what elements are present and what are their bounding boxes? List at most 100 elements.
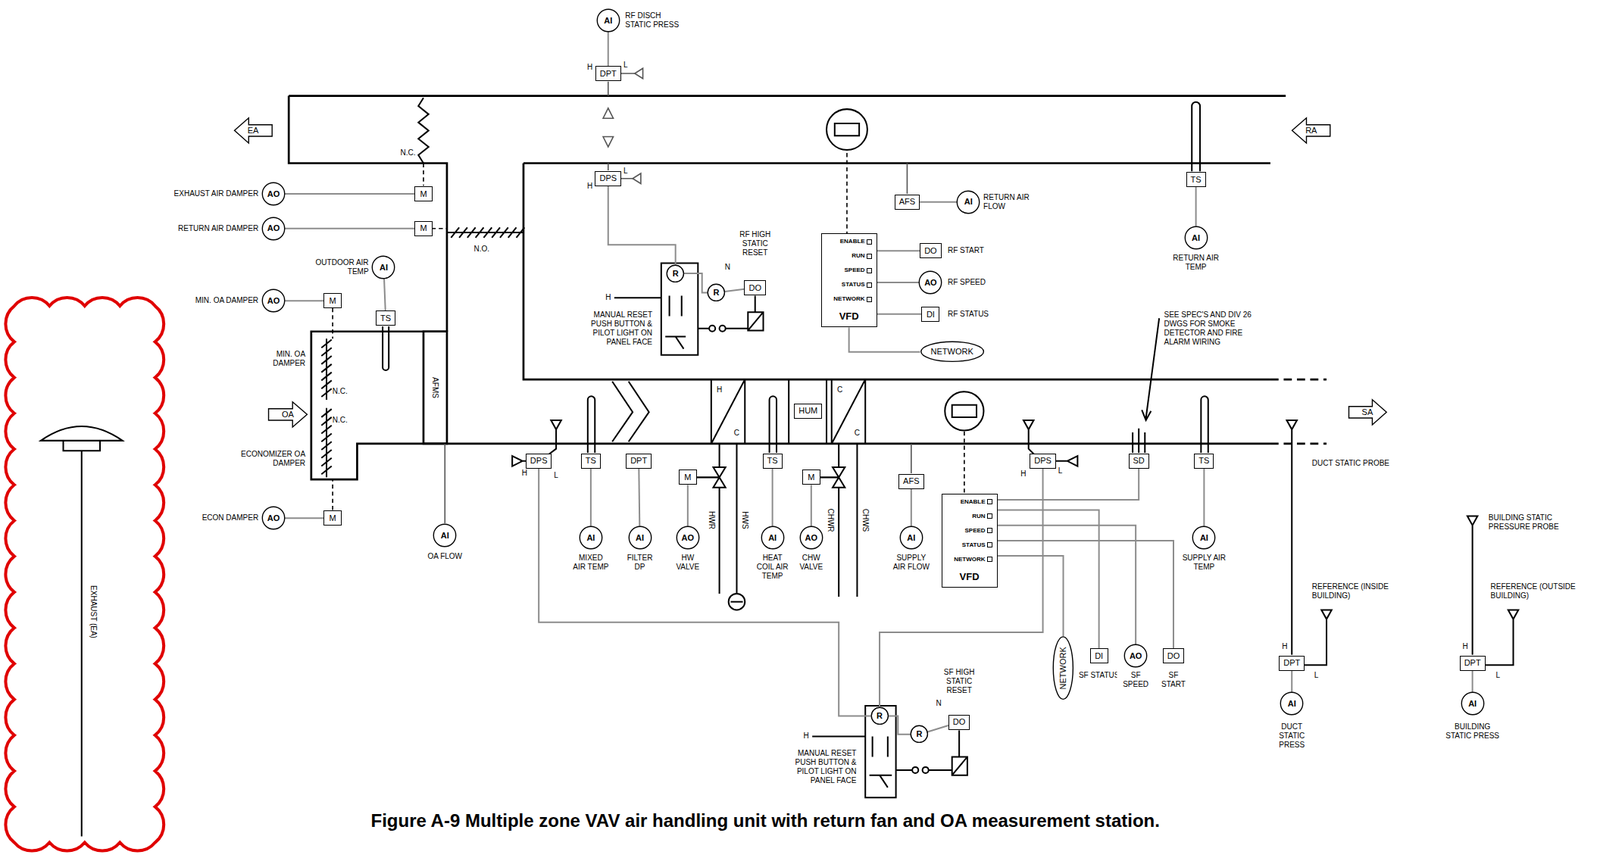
- point-text: DPT: [1283, 658, 1300, 669]
- port-letter: H: [715, 385, 723, 395]
- fan: [952, 405, 977, 418]
- figure-caption: Figure A-9 Multiple zone VAV air handlin…: [370, 810, 1160, 832]
- point-label: MIXED AIR TEMP: [571, 553, 610, 572]
- port-letter: H: [586, 181, 594, 191]
- sensor-tubing: [608, 73, 635, 179]
- point-text: AI: [440, 531, 450, 541]
- io-point-circle: R: [707, 284, 725, 302]
- device-box: M: [323, 510, 342, 526]
- outline: [579, 526, 602, 549]
- point-text: M: [329, 513, 337, 524]
- vfd-terminal-label: ENABLE: [840, 237, 872, 245]
- point-text: AI: [635, 533, 644, 544]
- outline: [262, 217, 285, 240]
- temperature-sensor: [587, 396, 595, 454]
- control-wire: [810, 484, 813, 526]
- io-point-circle: AI: [900, 526, 923, 550]
- device-box: DPS: [594, 171, 622, 187]
- control-wire: [997, 525, 1137, 645]
- control-wire: [879, 468, 1044, 708]
- point-text: DI: [926, 309, 935, 320]
- io-point-circle: AO: [262, 506, 285, 530]
- point-text: DPT: [600, 68, 617, 79]
- valve-and-piping: [728, 593, 746, 611]
- outline: [1053, 637, 1073, 700]
- device-box: M: [414, 221, 433, 237]
- device-box: DPT: [595, 65, 622, 82]
- exhaust-damper: [418, 97, 429, 163]
- outline: [667, 265, 685, 282]
- vfd-terminal-label: NETWORK: [953, 556, 992, 563]
- point-label: EXHAUST AIR DAMPER: [173, 189, 260, 199]
- point-label: ECONOMIZER OA DAMPER: [228, 450, 307, 469]
- io-point-circle: AI: [579, 526, 603, 550]
- device-box: TS: [375, 310, 396, 326]
- point-label: SF STATUS: [1078, 671, 1121, 681]
- point-text: AI: [1287, 699, 1297, 710]
- static-pressure-probe: [1483, 609, 1519, 666]
- outline: [1193, 526, 1216, 549]
- control-wire: [284, 517, 324, 519]
- io-point-circle: AO: [262, 289, 285, 313]
- point-text: DI: [1094, 651, 1104, 662]
- point-text: AI: [906, 533, 916, 544]
- device-box: M: [802, 469, 821, 485]
- point-text: HUM: [798, 406, 818, 416]
- control-wire: [607, 31, 610, 66]
- point-label: SEE SPEC'S AND DIV 26 DWGS FOR SMOKE DET…: [1163, 310, 1263, 347]
- point-text: DPT: [630, 456, 647, 466]
- port-letter: L: [1495, 671, 1502, 681]
- point-label: N.O.: [472, 244, 491, 254]
- point-text: AO: [924, 278, 938, 288]
- point-text: TS: [1190, 175, 1202, 185]
- point-text: SA: [1362, 407, 1374, 418]
- point-label: SF SPEED: [1117, 671, 1155, 690]
- point-text: AO: [805, 533, 819, 544]
- static-pressure-probe: [1286, 420, 1297, 656]
- port-letter: L: [622, 166, 629, 176]
- device-box: SD: [1128, 453, 1150, 469]
- revision-cloud: [5, 297, 164, 851]
- network-bubble: NETWORK: [1053, 636, 1074, 700]
- exhaust-stack: [40, 426, 123, 837]
- duct-outline: [288, 96, 1327, 480]
- point-text: M: [807, 472, 815, 483]
- fan: [826, 109, 868, 150]
- point-text: DO: [924, 246, 938, 257]
- smoke-detector: [1132, 428, 1145, 454]
- port-letter: H: [1019, 469, 1027, 479]
- port-letter: H: [1281, 642, 1288, 652]
- sensor-tubing: [444, 68, 912, 524]
- point-text: M: [419, 189, 427, 200]
- control-wire: [927, 725, 948, 732]
- vfd-terminal-label: STATUS: [841, 281, 872, 288]
- io-point-circle: AI: [371, 256, 395, 279]
- point-text: M: [329, 296, 337, 307]
- point-label: SF HIGH STATIC RESET: [937, 668, 981, 696]
- point-label: EXHAUST (EA): [88, 584, 98, 640]
- device-box: M: [678, 469, 697, 485]
- point-text: DPT: [1464, 658, 1482, 669]
- port-letter: L: [553, 471, 560, 481]
- control-wire: [725, 289, 745, 292]
- sensor-tubing: [632, 68, 643, 184]
- control-wire: [590, 468, 592, 527]
- device-box: TS: [581, 453, 601, 469]
- io-point-circle: AI: [1192, 526, 1216, 550]
- airflow-arrow: OA: [268, 401, 308, 429]
- port-letter: H: [604, 293, 612, 303]
- high-static-relay: [709, 325, 716, 332]
- point-text: R: [672, 268, 679, 279]
- device-box: DPT: [1278, 656, 1305, 672]
- filter: [612, 381, 649, 442]
- control-wire: [284, 193, 415, 195]
- point-text: AI: [1468, 699, 1477, 710]
- outline: [957, 190, 980, 213]
- device-box: DO: [743, 280, 766, 296]
- network-bubble: NETWORK: [920, 341, 985, 363]
- io-point-circle: AI: [596, 9, 620, 32]
- point-text: SD: [1133, 456, 1145, 466]
- outline: [1184, 226, 1207, 249]
- static-pressure-probe: [512, 420, 1519, 666]
- outline: [262, 507, 285, 530]
